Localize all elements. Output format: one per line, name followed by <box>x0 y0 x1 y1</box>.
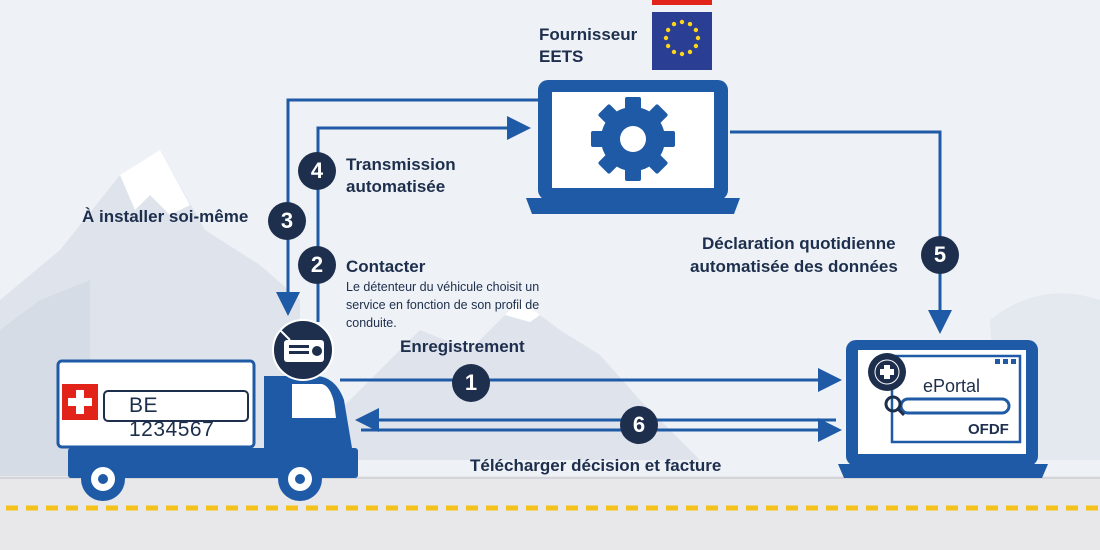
step2-description-line1: Le détenteur du véhicule choisit un <box>346 280 540 294</box>
arrow-daily-declaration <box>730 130 952 334</box>
ofdf-seal-icon <box>868 353 906 391</box>
eu-flag-icon <box>652 0 712 70</box>
step2-description-line2: service en fonction de son profil de <box>346 298 540 312</box>
gear-icon <box>591 97 675 181</box>
search-icon <box>884 395 906 417</box>
truck-icon <box>56 359 358 501</box>
provider-label-line1: Fournisseur <box>539 25 638 44</box>
ofdf-label: OFDF <box>968 421 1009 438</box>
license-plate: BE 1234567 <box>103 390 249 441</box>
step5-title-line1: Déclaration quotidienne <box>702 234 896 253</box>
step6-title: Télécharger décision et facture <box>470 456 722 475</box>
step-badge-2: 2 <box>298 246 336 284</box>
onboard-unit-icon <box>272 319 334 381</box>
step4-title-line2: automatisée <box>346 177 446 196</box>
arrow-self-install <box>276 98 538 316</box>
step-badge-4: 4 <box>298 152 336 190</box>
step-badge-5: 5 <box>921 236 959 274</box>
swiss-flag-icon <box>62 384 98 420</box>
step1-title: Enregistrement <box>400 337 525 356</box>
step2-description-line3: conduite. <box>346 316 397 330</box>
step-badge-1: 1 <box>452 364 490 402</box>
step4-title-line1: Transmission <box>346 155 456 174</box>
provider-laptop-icon <box>526 80 740 214</box>
road <box>0 476 1100 550</box>
step5-title-line2: automatisée des données <box>690 257 898 276</box>
eportal-name: ePortal <box>923 376 981 396</box>
step2-title: Contacter <box>346 257 426 276</box>
eportal-laptop-icon <box>838 340 1048 478</box>
license-plate-number: BE 1234567 <box>129 394 215 441</box>
step-badge-6: 6 <box>620 406 658 444</box>
step-badge-3: 3 <box>268 202 306 240</box>
provider-label-line2: EETS <box>539 47 584 66</box>
step3-title: À installer soi-même <box>82 207 249 226</box>
